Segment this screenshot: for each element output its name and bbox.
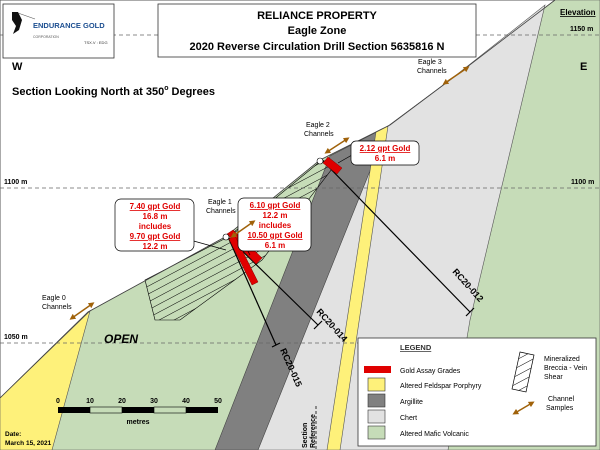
elevation-1100-right: 1100 m [571, 179, 594, 186]
svg-text:2.12 gpt Gold: 2.12 gpt Gold [360, 144, 411, 153]
svg-text:includes: includes [259, 221, 292, 230]
company-logo: ENDURANCE GOLD CORPORATION TSX.V : EDG [2, 3, 115, 59]
svg-text:Eagle 3: Eagle 3 [418, 59, 442, 66]
svg-text:includes: includes [139, 222, 172, 231]
svg-text:Eagle 1: Eagle 1 [208, 199, 232, 206]
svg-text:12.2 m: 12.2 m [143, 242, 168, 251]
svg-text:Altered Feldspar Porphyry: Altered Feldspar Porphyry [400, 383, 482, 390]
date-label: Date: [5, 431, 21, 438]
section-orientation-note: Section Looking North at 350o Degrees [12, 85, 215, 98]
elevation-1050: 1050 m [4, 334, 28, 341]
svg-text:Channels: Channels [417, 68, 447, 75]
svg-text:6.1 m: 6.1 m [375, 154, 395, 163]
svg-text:16.8 m: 16.8 m [143, 212, 168, 221]
svg-text:Channels: Channels [42, 304, 72, 311]
svg-text:6.1 m: 6.1 m [265, 241, 285, 250]
svg-text:CORPORATION: CORPORATION [33, 35, 59, 39]
callout-rc20-014: 6.10 gpt Gold 12.2 m includes 10.50 gpt … [237, 197, 312, 256]
breccia-legend-icon [511, 351, 535, 393]
svg-text:Shear: Shear [544, 374, 563, 381]
open-label: OPEN [104, 332, 138, 346]
svg-text:TSX.V : EDG: TSX.V : EDG [84, 40, 108, 45]
svg-text:Mineralized: Mineralized [544, 356, 580, 363]
svg-text:10: 10 [86, 398, 94, 405]
elevation-label: Elevation [560, 8, 596, 17]
channel-arrows [69, 66, 470, 320]
svg-text:metres: metres [127, 419, 150, 426]
svg-text:6.10 gpt Gold: 6.10 gpt Gold [250, 201, 301, 210]
svg-text:10.50 gpt Gold: 10.50 gpt Gold [247, 231, 302, 240]
elevation-1150: 1150 m [570, 26, 593, 33]
svg-text:Samples: Samples [546, 405, 574, 412]
svg-text:Channels: Channels [304, 131, 334, 138]
porphyry-west [0, 310, 91, 450]
drill-trace-rc20-015 [227, 236, 277, 346]
svg-text:Eagle 0: Eagle 0 [42, 295, 66, 302]
channel-legend-icon [512, 401, 535, 415]
legend: LEGEND Gold Assay Grades Altered Feldspa… [357, 337, 597, 447]
drill-trace-rc20-012 [321, 159, 471, 313]
elevation-1100-left: 1100 m [4, 179, 27, 186]
callout-rc20-012: 2.12 gpt Gold 6.1 m [337, 140, 420, 166]
collars [222, 157, 324, 241]
svg-text:20: 20 [118, 398, 126, 405]
callout-rc20-015: 7.40 gpt Gold 16.8 m includes 9.70 gpt G… [114, 198, 227, 252]
svg-text:Channel: Channel [548, 396, 575, 403]
svg-text:Gold Assay Grades: Gold Assay Grades [400, 368, 461, 375]
section-reference-label-1: Section [302, 423, 309, 448]
svg-text:9.70 gpt Gold: 9.70 gpt Gold [130, 232, 181, 241]
drill-traces [227, 159, 475, 348]
title-line1: RELIANCE PROPERTY [257, 10, 377, 22]
svg-text:30: 30 [150, 398, 158, 405]
date-value: March 15, 2021 [5, 440, 52, 447]
title-box: RELIANCE PROPERTY Eagle Zone 2020 Revers… [157, 3, 477, 58]
svg-text:0: 0 [56, 398, 60, 405]
section-reference-label-2: Reference [310, 414, 317, 448]
svg-text:50: 50 [214, 398, 222, 405]
svg-text:ENDURANCE GOLD: ENDURANCE GOLD [33, 21, 105, 30]
svg-text:Altered Mafic Volcanic: Altered Mafic Volcanic [400, 431, 469, 438]
svg-text:7.40 gpt Gold: 7.40 gpt Gold [130, 202, 181, 211]
title-line3: 2020 Reverse Circulation Drill Section 5… [190, 41, 445, 53]
title-line2: Eagle Zone [288, 25, 347, 37]
east-label: E [580, 61, 587, 73]
scale-bar: 0 10 20 30 40 50 metres [56, 398, 222, 426]
svg-text:12.2 m: 12.2 m [263, 211, 288, 220]
channel-labels: Eagle 0 Channels Eagle 1 Channels Eagle 2 C… [42, 59, 447, 311]
svg-text:40: 40 [182, 398, 190, 405]
svg-text:Chert: Chert [400, 415, 417, 422]
svg-text:LEGEND: LEGEND [400, 343, 432, 352]
west-label: W [12, 61, 23, 73]
svg-text:Breccia - Vein: Breccia - Vein [544, 365, 587, 372]
svg-text:Channels: Channels [206, 208, 236, 215]
svg-text:Argillite: Argillite [400, 399, 423, 406]
svg-text:Eagle 2: Eagle 2 [306, 122, 330, 129]
